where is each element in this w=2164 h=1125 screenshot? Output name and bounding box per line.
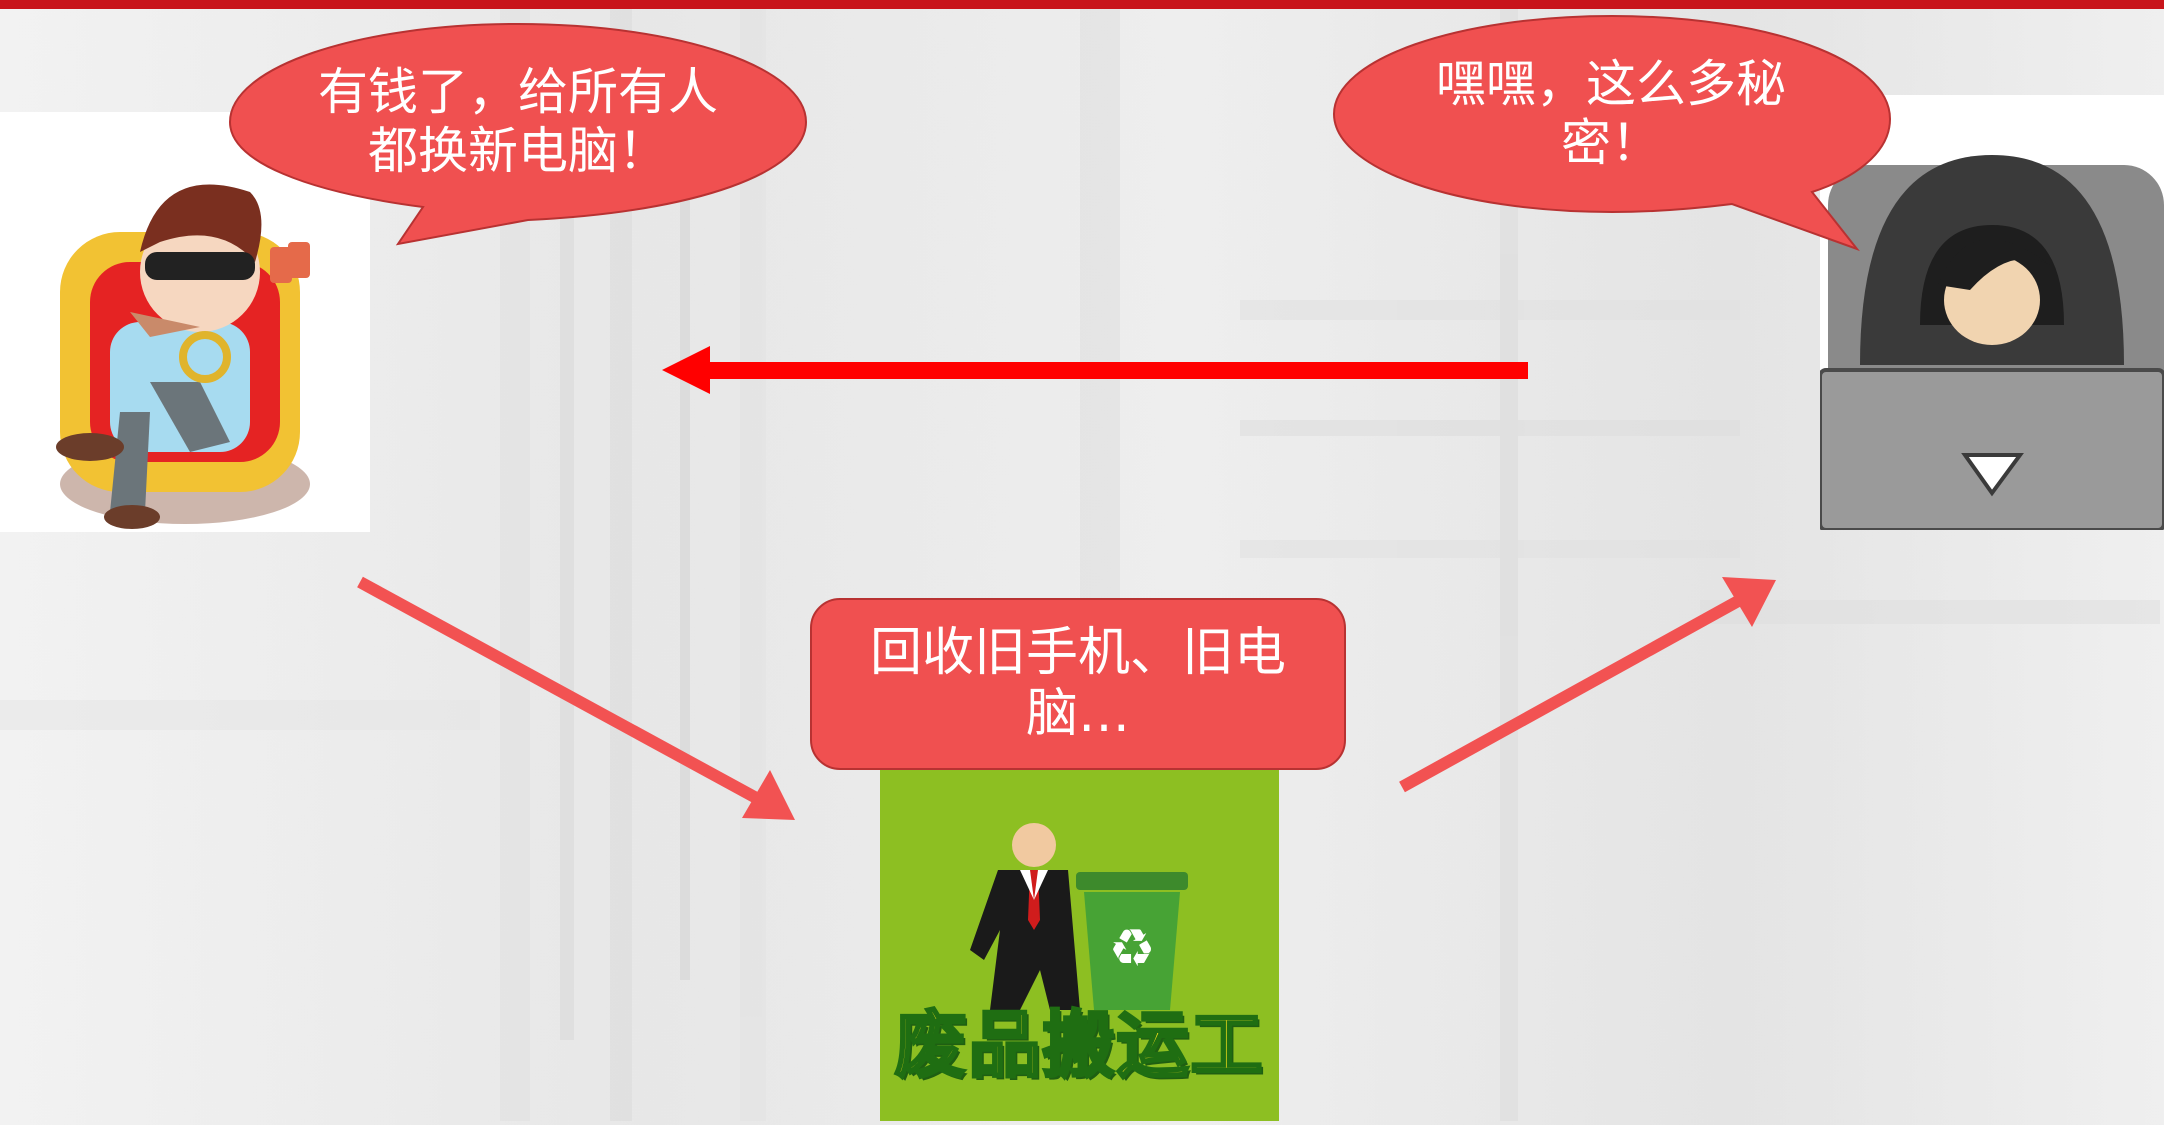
waste-collector-logo: ♻ 废品搬运工: [880, 770, 1279, 1121]
hacker-illustration: [1818, 95, 2164, 532]
recycle-bin-icon: ♻: [1076, 872, 1188, 1010]
rich-man-illustration: [0, 112, 370, 532]
top-accent-bar: [0, 0, 2164, 9]
arrow-rich-to-collector: [357, 576, 795, 820]
bubble-shape: [228, 22, 808, 246]
speech-bubble-hacker: 嘿嘿，这么多秘密！: [1332, 14, 1892, 252]
speech-text-rich-man: 有钱了，给所有人都换新电脑！: [318, 63, 718, 180]
logo-text: 废品搬运工: [893, 1002, 1265, 1089]
speech-bubble-collector: 回收旧手机、旧电脑…: [810, 598, 1346, 770]
arrow-hacker-to-rich: [662, 346, 1528, 394]
bubble-shape: [1332, 14, 1892, 252]
speech-bubble-rich-man: 有钱了，给所有人都换新电脑！: [228, 22, 808, 246]
speech-text-collector: 回收旧手机、旧电脑…: [869, 622, 1286, 744]
arrow-collector-to-hacker: [1399, 577, 1776, 793]
recycle-symbol-icon: ♻: [1109, 919, 1156, 979]
speech-text-hacker: 嘿嘿，这么多秘密！: [1436, 55, 1786, 172]
